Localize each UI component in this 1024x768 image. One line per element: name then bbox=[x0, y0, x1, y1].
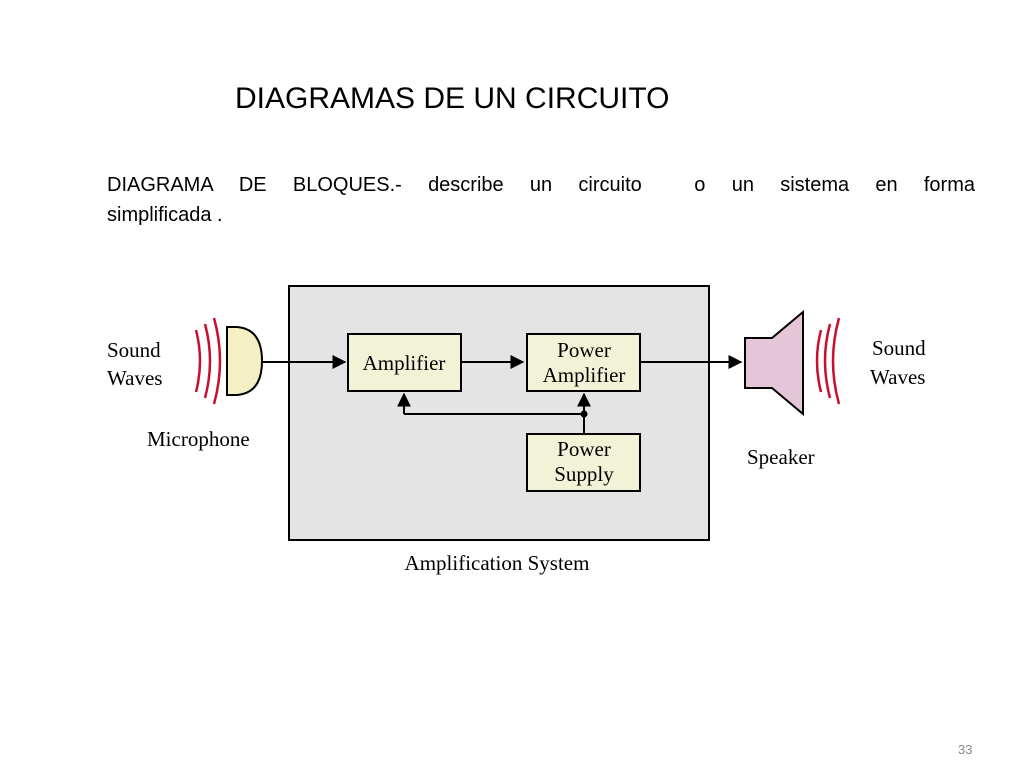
power-amplifier-label-1: Power bbox=[557, 338, 611, 362]
input-sound-waves-icon bbox=[194, 317, 222, 405]
output-sound-waves-icon bbox=[815, 317, 841, 405]
microphone-label: Microphone bbox=[147, 427, 250, 451]
output-sound-label-2: Waves bbox=[870, 365, 925, 389]
power-supply-label-1: Power bbox=[557, 437, 611, 461]
output-sound-label-1: Sound bbox=[872, 336, 926, 360]
description-line-2: simplificada . bbox=[107, 204, 223, 226]
microphone-icon bbox=[226, 326, 264, 396]
power-amplifier-block bbox=[526, 333, 641, 392]
amplifier-label: Amplifier bbox=[363, 351, 446, 375]
page-number: 33 bbox=[958, 742, 973, 757]
power-supply-label-2: Supply bbox=[554, 462, 614, 486]
slide-title: DIAGRAMAS DE UN CIRCUITO bbox=[235, 82, 670, 115]
input-sound-label-1: Sound bbox=[107, 338, 161, 362]
description-line-1: DIAGRAMA DE BLOQUES.- describe un circui… bbox=[107, 174, 975, 196]
input-sound-label-2: Waves bbox=[107, 366, 162, 390]
speaker-icon bbox=[744, 309, 804, 417]
amplification-system-label: Amplification System bbox=[405, 551, 590, 575]
speaker-label: Speaker bbox=[747, 445, 815, 469]
power-amplifier-label-2: Amplifier bbox=[543, 363, 626, 387]
power-supply-block bbox=[526, 433, 641, 492]
junction-dot bbox=[580, 410, 588, 418]
slide-description: DIAGRAMA DE BLOQUES.- describe un circui… bbox=[107, 170, 975, 230]
power-distribution-lines bbox=[397, 392, 591, 434]
